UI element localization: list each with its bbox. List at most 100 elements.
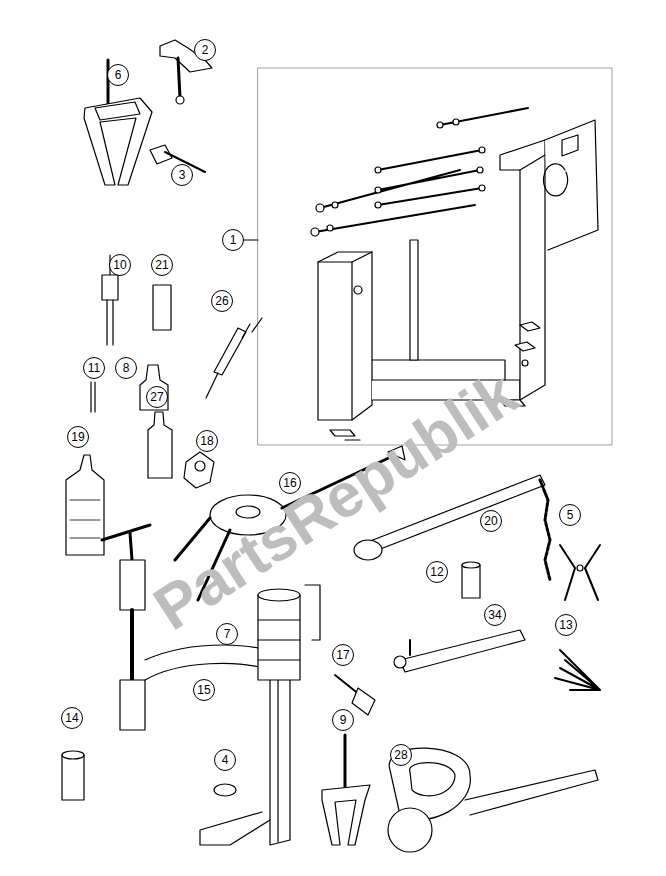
puller-6-part xyxy=(84,98,152,185)
group-frame-part xyxy=(258,68,612,445)
callout-number: 10 xyxy=(109,254,131,276)
tube-19-part xyxy=(66,455,104,555)
puller-15-part xyxy=(120,680,145,730)
engine-stand-part xyxy=(354,286,362,294)
callout-number: 6 xyxy=(107,64,129,86)
engine-stand-part xyxy=(327,225,333,231)
engine-stand-part xyxy=(372,380,520,400)
pliers-5 xyxy=(560,545,600,600)
callout-number: 16 xyxy=(279,472,301,494)
callout-number: 27 xyxy=(146,386,168,408)
ring-compressor-7-part xyxy=(305,585,320,640)
chain-wrench-20 xyxy=(354,475,550,580)
engine-stand-part xyxy=(375,202,381,208)
chain-wrench-20-part xyxy=(540,480,550,580)
callout-number: 8 xyxy=(115,357,137,379)
bracket-2-part xyxy=(176,96,184,104)
bottle-27 xyxy=(148,412,172,478)
hex-keys-13-part xyxy=(555,650,600,690)
bottle-8-part xyxy=(140,365,168,410)
rod-11 xyxy=(91,382,95,412)
sleeve-12-part xyxy=(462,562,480,568)
engine-stand-part xyxy=(315,108,528,232)
engine-stand-part xyxy=(316,204,324,212)
callout-number: 28 xyxy=(390,744,412,766)
engine-stand-part xyxy=(375,167,381,173)
engine-stand-part xyxy=(479,147,485,153)
engine-stand-part xyxy=(330,430,355,436)
sleeve-21-part xyxy=(153,285,171,330)
puller-15-part xyxy=(130,610,134,680)
engine-stand xyxy=(311,108,598,440)
sleeve-21 xyxy=(153,285,171,330)
callout-number: 13 xyxy=(555,614,577,636)
puller-15-part xyxy=(120,560,145,610)
callout-number: 7 xyxy=(216,623,238,645)
puller-16-part xyxy=(175,455,395,600)
tool-17-part xyxy=(352,688,375,715)
engine-stand-part xyxy=(372,360,505,380)
callout-number: 18 xyxy=(196,430,218,452)
puller-9-part xyxy=(322,785,370,845)
engine-stand-part xyxy=(410,240,418,360)
callout-number: 11 xyxy=(83,357,105,379)
holder-28-part xyxy=(465,770,598,815)
callout-number: 26 xyxy=(211,290,233,312)
puller-15-part xyxy=(277,668,278,842)
engine-stand-part xyxy=(311,228,319,236)
syringe-26 xyxy=(206,318,262,398)
sleeve-12 xyxy=(462,562,480,598)
tool-10-part xyxy=(107,300,113,345)
puller-16-part xyxy=(236,506,260,518)
engine-stand-part xyxy=(318,252,372,420)
engine-stand-part xyxy=(522,360,528,366)
engine-stand-part xyxy=(453,119,459,125)
tube-19-part xyxy=(70,500,100,538)
hex-keys-13 xyxy=(555,650,600,690)
engine-stand-part xyxy=(318,252,372,420)
callout-number: 2 xyxy=(194,39,216,61)
callout-number: 34 xyxy=(484,604,506,626)
tool-18 xyxy=(184,452,214,488)
tool-34 xyxy=(394,630,525,672)
holder-28-part xyxy=(388,808,432,852)
watermark: PartsRepublik xyxy=(141,357,529,644)
sleeve-12-part xyxy=(462,565,480,598)
tool-18-part xyxy=(195,461,205,471)
engine-stand-part xyxy=(477,167,483,173)
engine-stand-part xyxy=(520,322,540,331)
sleeve-14 xyxy=(62,751,84,800)
puller-6-part xyxy=(95,102,140,120)
group-frame-part xyxy=(244,239,258,240)
engine-stand-part xyxy=(345,439,360,440)
ring-compressor-7-part xyxy=(258,595,300,680)
callout-number: 17 xyxy=(332,644,354,666)
sleeve-14-part xyxy=(62,751,84,759)
chain-wrench-20-part xyxy=(354,540,382,560)
engine-stand-part xyxy=(375,187,381,193)
washer-4 xyxy=(214,784,236,796)
washer-4-part xyxy=(214,784,236,796)
callout-number: 1 xyxy=(222,229,244,251)
puller-6 xyxy=(84,60,152,185)
engine-stand-part xyxy=(562,135,578,156)
engine-stand-part xyxy=(520,155,545,170)
callout-number: 21 xyxy=(151,254,173,276)
bottle-27-part xyxy=(148,412,172,478)
callout-number: 15 xyxy=(193,679,215,701)
ring-compressor-7-part xyxy=(258,620,300,660)
callout-number: 19 xyxy=(67,426,89,448)
holder-28 xyxy=(388,748,598,852)
engine-stand-part xyxy=(500,400,525,406)
bracket-2-part xyxy=(178,58,180,98)
callout-number: 20 xyxy=(480,510,502,532)
callout-number: 12 xyxy=(426,561,448,583)
callout-number: 3 xyxy=(171,164,193,186)
engine-stand-part xyxy=(515,342,535,351)
tool-18-part xyxy=(184,452,214,488)
engine-stand-part xyxy=(545,120,598,250)
rod-11-part xyxy=(91,382,95,412)
callout-number: 14 xyxy=(61,707,83,729)
puller-16 xyxy=(175,446,405,600)
